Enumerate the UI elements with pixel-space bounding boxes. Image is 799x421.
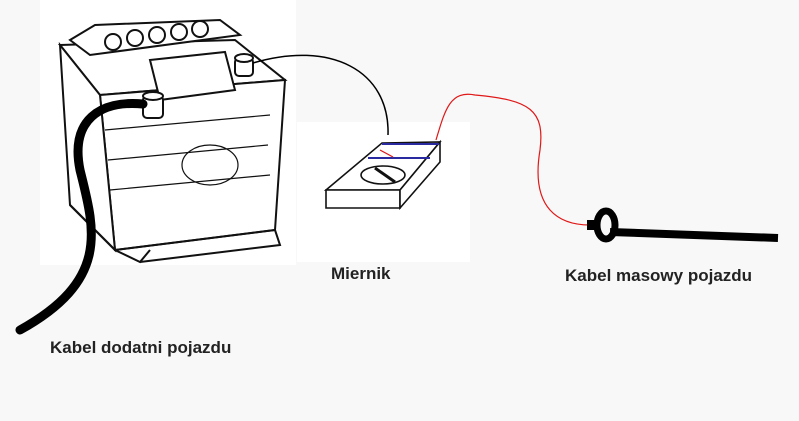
battery-icon bbox=[57, 18, 288, 264]
positive-cable bbox=[15, 99, 148, 335]
positive-cable-label: Kabel dodatni pojazdu bbox=[50, 338, 232, 357]
ground-cable-label: Kabel masowy pojazdu bbox=[565, 266, 753, 285]
ground-cable bbox=[587, 207, 779, 243]
black-test-lead bbox=[252, 54, 389, 136]
meter-label: Miernik bbox=[331, 264, 391, 283]
multimeter-icon bbox=[323, 139, 442, 211]
red-test-lead bbox=[435, 93, 591, 226]
